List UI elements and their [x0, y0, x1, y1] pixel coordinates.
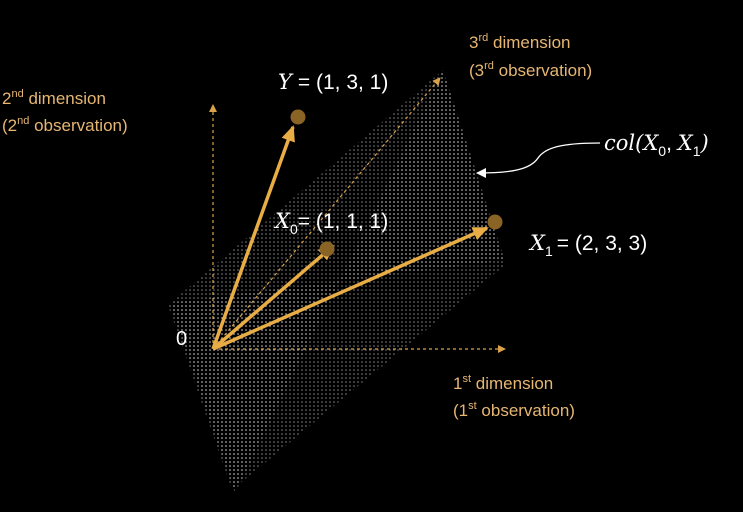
point-y — [290, 109, 306, 125]
z-axis-label: 3rd dimension — [469, 32, 570, 52]
z-axis-sublabel: (3rd observation) — [469, 60, 592, 80]
x-axis-label: 1st dimension — [453, 373, 553, 393]
vector-y — [211, 125, 295, 350]
vector-x0-label: X0= (1, 1, 1) — [273, 209, 388, 237]
y-axis-label: 2nd dimension — [2, 88, 106, 108]
y-axis-sublabel: (2nd observation) — [2, 115, 128, 135]
origin-label: 0 — [176, 328, 187, 350]
vector-x1-label: X1= (2, 3, 3) — [528, 231, 647, 259]
z-axis — [212, 77, 441, 350]
plane-pointer-arrow — [476, 142, 601, 178]
column-space-plane-body — [168, 70, 505, 490]
point-x1 — [487, 214, 503, 230]
point-x0 — [319, 241, 335, 257]
vector-y-label: Y= (1, 3, 1) — [278, 70, 388, 94]
vector-x0 — [211, 244, 335, 351]
column-space-label: col(X0, X1) — [604, 131, 709, 159]
vector-x1 — [212, 226, 489, 351]
x-axis-sublabel: (1st observation) — [453, 400, 575, 420]
